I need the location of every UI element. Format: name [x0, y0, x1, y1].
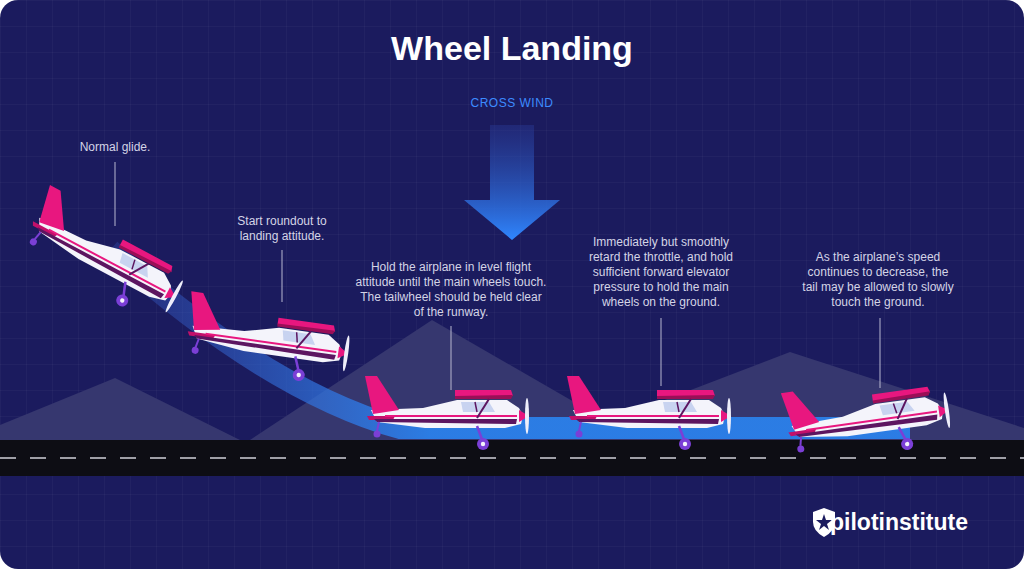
leader-line — [451, 326, 452, 390]
leader-line — [880, 318, 881, 388]
wind-label: CROSS WIND — [432, 96, 592, 111]
step-note: Start roundout to landing attitude. — [226, 214, 338, 244]
airplane — [781, 370, 954, 466]
airplane — [365, 376, 529, 450]
airplane — [181, 291, 354, 387]
leader-line — [115, 162, 116, 226]
step-note: Hold the airplane in level flight attitu… — [354, 260, 548, 320]
leader-line — [661, 318, 662, 386]
logo-star — [816, 514, 832, 530]
leader-line — [282, 250, 283, 302]
wind-arrow — [464, 125, 560, 240]
title: Wheel Landing — [212, 28, 812, 68]
airplane — [15, 185, 195, 327]
airplane — [567, 376, 731, 450]
runway-centerline — [0, 457, 1024, 459]
mountain — [0, 378, 240, 440]
runway — [0, 440, 1024, 476]
step-note: As the airplane’s speed continues to dec… — [799, 250, 957, 310]
step-note: Normal glide. — [50, 140, 180, 155]
leader-lines — [115, 162, 880, 390]
logo-wordmark: pilotinstitute — [830, 508, 1010, 536]
step-note: Immediately but smoothly retard the thro… — [576, 235, 746, 310]
